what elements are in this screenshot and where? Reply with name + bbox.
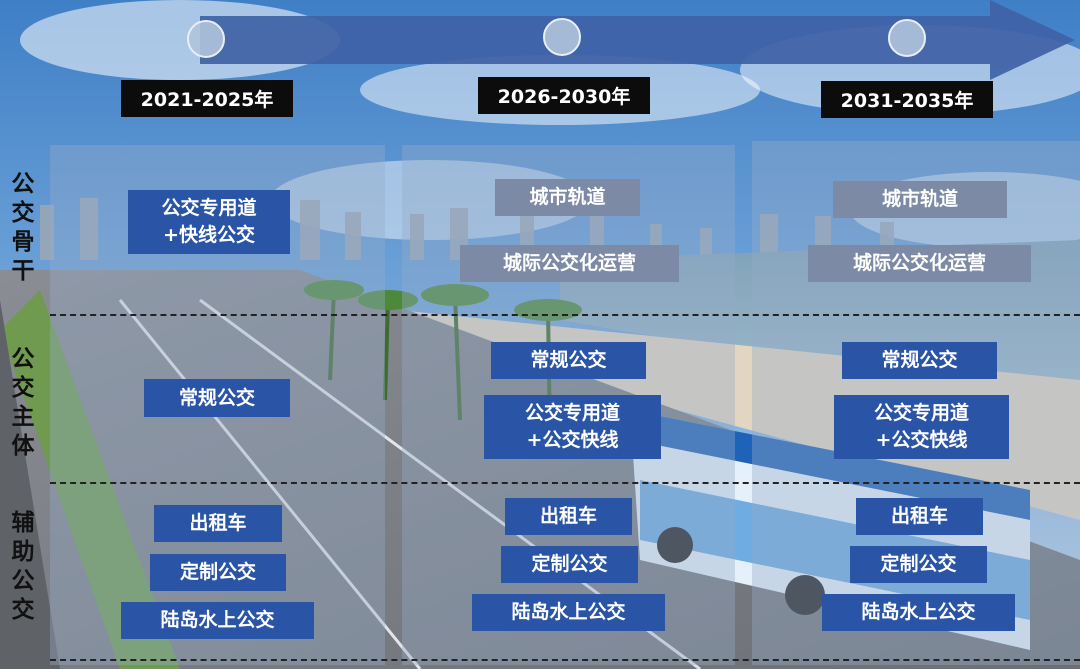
c1-backbone-bus-lane-express: 公交专用道 +快线公交 xyxy=(128,190,290,254)
period-label-2031-2035: 2031-2035年 xyxy=(821,81,993,118)
c2-main-regular-bus: 常规公交 xyxy=(491,342,646,379)
timeline-node-1 xyxy=(187,20,225,58)
row-divider-2 xyxy=(50,482,1080,484)
c2-backbone-intercity: 城际公交化运营 xyxy=(460,245,679,282)
period-label-2021-2025: 2021-2025年 xyxy=(121,80,293,117)
row-divider-1 xyxy=(50,314,1080,316)
c3-aux-taxi: 出租车 xyxy=(856,498,983,535)
c3-backbone-urban-rail: 城市轨道 xyxy=(833,181,1007,218)
c2-backbone-urban-rail: 城市轨道 xyxy=(495,179,640,216)
timeline-node-2 xyxy=(543,18,581,56)
c1-main-regular-bus: 常规公交 xyxy=(144,379,290,417)
c2-aux-taxi: 出租车 xyxy=(505,498,632,535)
c3-aux-custom-bus: 定制公交 xyxy=(850,546,987,583)
c3-main-regular-bus: 常规公交 xyxy=(842,342,997,379)
c1-aux-island-water-bus: 陆岛水上公交 xyxy=(121,602,314,639)
c2-aux-island-water-bus: 陆岛水上公交 xyxy=(472,594,665,631)
row-label-main: 公交 主体 xyxy=(11,346,35,459)
c1-aux-custom-bus: 定制公交 xyxy=(150,554,286,591)
row-label-backbone: 公交 骨干 xyxy=(11,171,35,284)
c2-aux-custom-bus: 定制公交 xyxy=(501,546,638,583)
c3-aux-island-water-bus: 陆岛水上公交 xyxy=(822,594,1015,631)
c3-backbone-intercity: 城际公交化运营 xyxy=(808,245,1031,282)
period-label-2026-2030: 2026-2030年 xyxy=(478,77,650,114)
row-divider-3 xyxy=(50,659,1080,661)
c1-aux-taxi: 出租车 xyxy=(154,505,282,542)
c3-main-bus-lane-express: 公交专用道 +公交快线 xyxy=(834,395,1009,459)
c2-main-bus-lane-express: 公交专用道 +公交快线 xyxy=(484,395,661,459)
timeline-arrow xyxy=(200,0,1075,80)
row-label-auxiliary: 辅助 公交 xyxy=(11,510,35,623)
timeline-node-3 xyxy=(888,19,926,57)
